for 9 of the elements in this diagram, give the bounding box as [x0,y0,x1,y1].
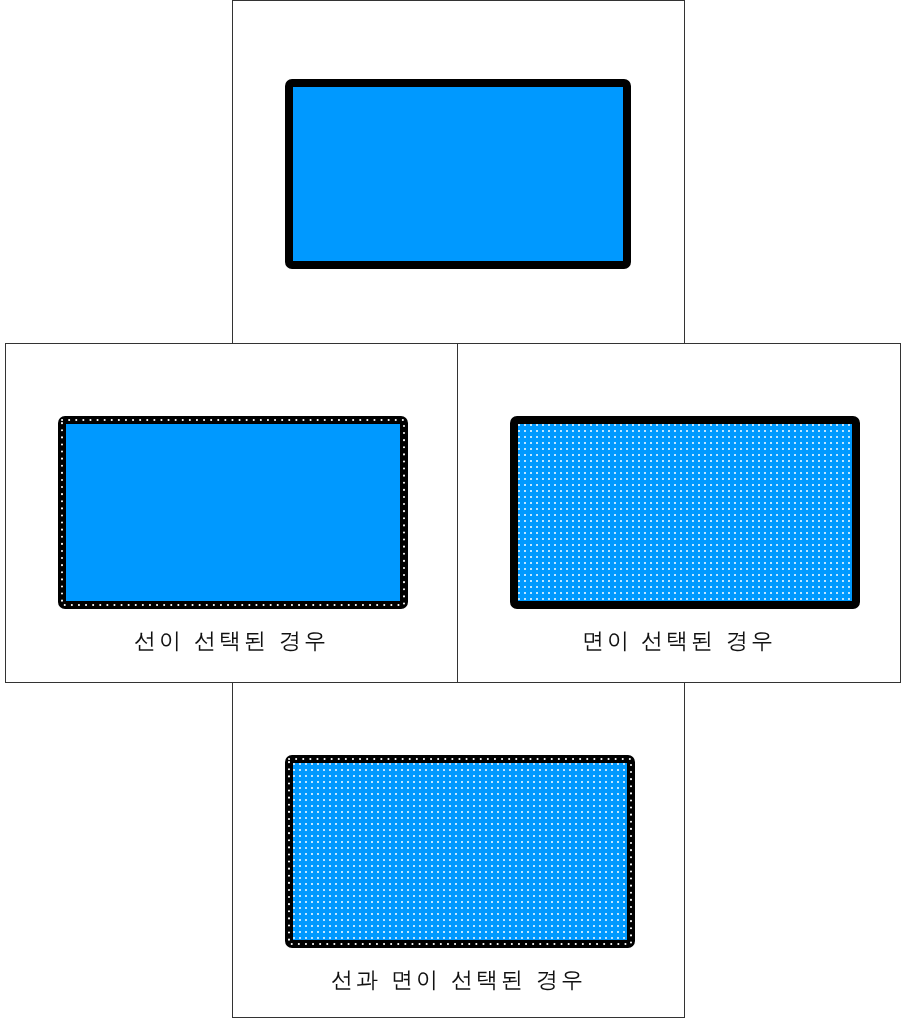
line-selected-rectangle [58,416,408,609]
panel-label: 면이 선택된 경우 [580,627,778,655]
panel [232,0,685,344]
panel [232,682,685,1018]
panel-label: 선이 선택된 경우 [133,627,330,655]
plain-rectangle [285,79,631,269]
fill-selected-rectangle [510,416,860,609]
line-and-fill-selected-rectangle [285,755,635,948]
panel-label: 선과 면이 선택된 경우 [330,966,587,994]
